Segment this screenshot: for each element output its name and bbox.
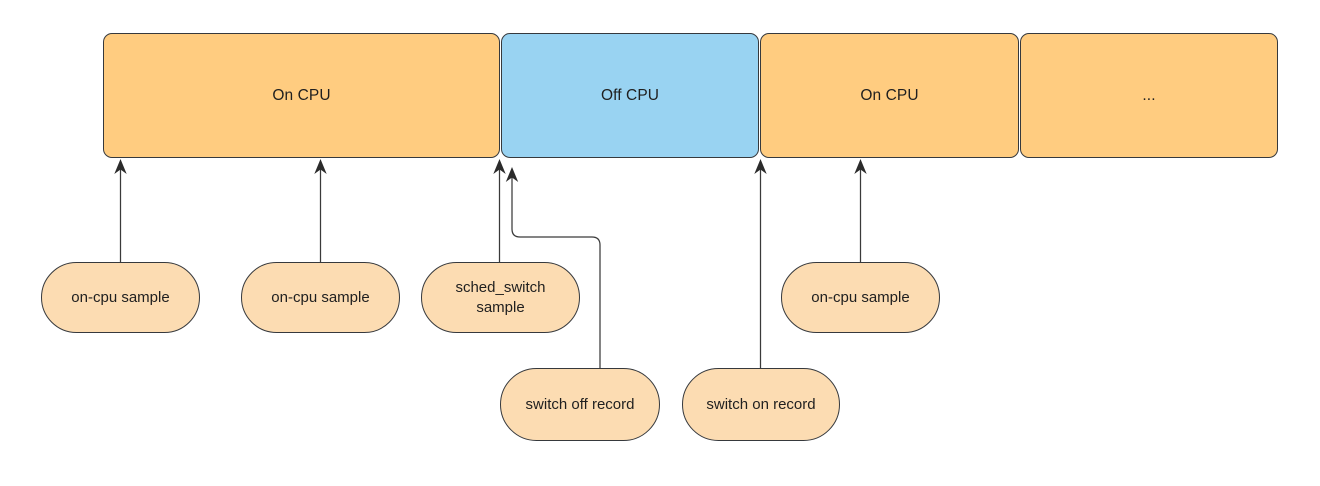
event-node-evt-on-cpu-sample-2[interactable]: on-cpu sample	[241, 262, 400, 333]
timeline-segment-label: ...	[1142, 86, 1156, 104]
event-node-label: on-cpu sample	[71, 288, 170, 306]
timeline-segment-label: On CPU	[860, 86, 919, 104]
event-node-label: on-cpu sample	[811, 288, 910, 306]
timeline-segment-label: Off CPU	[600, 86, 660, 104]
timeline-segment-seg-on-cpu-1[interactable]: On CPU	[103, 33, 500, 158]
event-node-label: switch on record	[706, 395, 816, 413]
event-node-evt-sched-switch-sample[interactable]: sched_switch sample	[421, 262, 580, 333]
arrowhead-conn-schedswitch-to-boundary	[493, 159, 506, 174]
timeline-segment-label: On CPU	[272, 86, 331, 104]
timeline-segment-seg-ellipsis[interactable]: ...	[1020, 33, 1278, 158]
arrowhead-conn-sample2-to-oncpu1	[314, 159, 327, 174]
event-node-label: on-cpu sample	[271, 288, 370, 306]
timeline-segment-seg-off-cpu-1[interactable]: Off CPU	[501, 33, 759, 158]
arrowhead-conn-switchoff-to-boundary	[505, 167, 519, 182]
event-node-evt-switch-on-record[interactable]: switch on record	[682, 368, 840, 441]
event-node-evt-on-cpu-sample-3[interactable]: on-cpu sample	[781, 262, 940, 333]
timeline-segment-seg-on-cpu-2[interactable]: On CPU	[760, 33, 1019, 158]
connector-conn-switchoff-to-boundary	[511, 174, 601, 368]
event-node-label: sched_switch sample	[455, 279, 546, 316]
arrowhead-conn-sample1-to-oncpu1	[114, 159, 127, 174]
event-node-evt-on-cpu-sample-1[interactable]: on-cpu sample	[41, 262, 200, 333]
event-node-label: switch off record	[525, 395, 635, 413]
arrowhead-conn-switchon-to-oncpu2	[754, 159, 767, 174]
arrowhead-conn-sample3-to-oncpu2	[854, 159, 867, 174]
event-node-evt-switch-off-record[interactable]: switch off record	[500, 368, 660, 441]
